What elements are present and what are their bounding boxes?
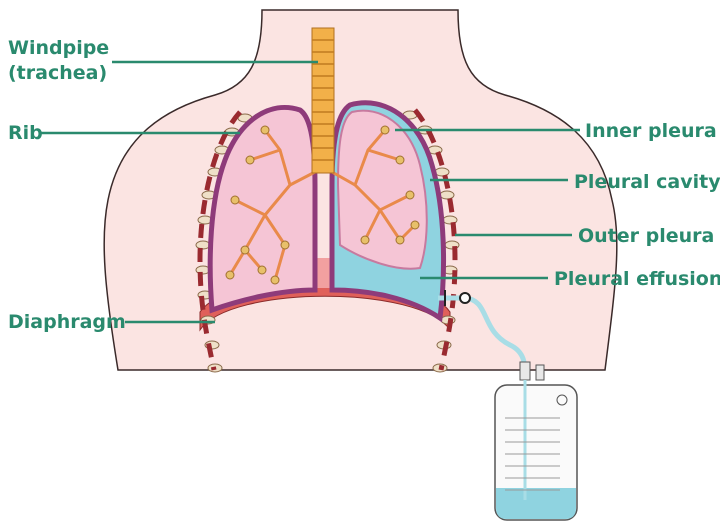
drain-valve — [444, 290, 471, 306]
label-outer-pleura: Outer pleura — [578, 225, 715, 247]
alveoli — [225, 125, 420, 285]
chest-wall-right — [413, 108, 458, 371]
label-rib: Rib — [8, 122, 43, 144]
label-inner-pleura: Inner pleura — [585, 120, 717, 142]
drainage-bottle — [494, 361, 578, 521]
right-lung — [336, 109, 428, 270]
leader-lines — [40, 60, 580, 324]
trachea-rings — [312, 39, 334, 161]
label-pleural-effusion: Pleural effusion — [554, 268, 720, 290]
label-windpipe: Windpipe — [8, 37, 110, 59]
label-pleural-cavity: Pleural cavity — [574, 171, 720, 193]
label-diaphragm: Diaphragm — [8, 311, 126, 333]
chest-wall-left — [197, 110, 242, 371]
label-trachea: (trachea) — [8, 62, 108, 84]
